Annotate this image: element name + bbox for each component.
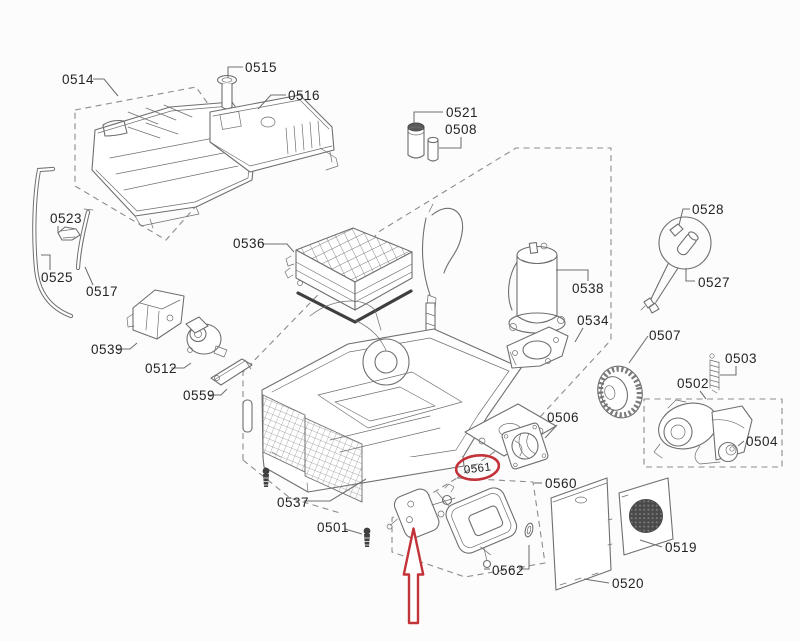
part-label-0517: 0517	[86, 284, 118, 299]
part-label-0519: 0519	[665, 540, 697, 555]
part-0534-drawing	[506, 326, 569, 369]
part-label-0515: 0515	[245, 60, 277, 75]
leader-0503	[720, 366, 737, 376]
part-0559-drawing	[210, 358, 253, 386]
part-0507-drawing	[597, 365, 643, 419]
leader-0516	[257, 94, 286, 110]
leader-0559	[209, 388, 228, 396]
part-label-0506: 0506	[547, 410, 579, 425]
pointer-arrow-up-icon	[402, 527, 425, 625]
leader-0504	[737, 440, 745, 447]
part-label-0523: 0523	[50, 211, 82, 226]
part-label-0537: 0537	[277, 495, 309, 510]
part-0504-drawing	[717, 441, 739, 463]
leader-0562-right	[519, 545, 530, 570]
part-label-0516: 0516	[288, 88, 320, 103]
part-label-0527: 0527	[698, 275, 730, 290]
leader-0537	[304, 478, 367, 502]
part-0520-drawing	[550, 477, 613, 591]
red-annotations: 0561	[402, 454, 501, 625]
part-label-0503: 0503	[725, 351, 757, 366]
part-0517-drawing	[75, 208, 94, 271]
leader-0521	[413, 111, 443, 123]
part-0525-drawing	[32, 166, 74, 319]
part-0516-drawing	[209, 94, 339, 173]
part-label-0561: 0561	[463, 461, 492, 476]
part-label-0562: 0562	[492, 563, 524, 578]
pump-linkage	[431, 483, 456, 518]
dashed-outline-pump-assembly	[391, 477, 546, 578]
part-label-0502: 0502	[677, 376, 709, 391]
leader-0525	[41, 254, 51, 270]
part-label-0534: 0534	[577, 313, 609, 328]
highlight-ellipse-0561	[454, 454, 501, 481]
part-label-0559: 0559	[183, 388, 215, 403]
leader-0519	[639, 539, 663, 548]
part-0560-assembly-drawing	[386, 483, 518, 569]
part-label-0539: 0539	[91, 342, 123, 357]
part-label-0525: 0525	[41, 270, 73, 285]
part-0562-drawing	[524, 522, 534, 538]
part-label-0536: 0536	[233, 236, 265, 251]
part-0508-drawing	[427, 136, 439, 162]
leader-0536	[262, 243, 295, 253]
leader-0520	[583, 578, 610, 584]
part-0515-drawing	[216, 74, 238, 110]
leader-0527	[685, 268, 695, 282]
part-label-0538: 0538	[572, 281, 604, 296]
leader-0514	[93, 78, 119, 97]
wiring-hook-drawing	[422, 203, 464, 346]
leader-0538	[556, 269, 589, 281]
part-0539-drawing	[126, 289, 185, 340]
part-labels: 0514 0515 0516 0521 0508 0523 0525 0517 …	[41, 60, 778, 591]
part-0538-drawing	[508, 241, 566, 334]
leader-0534	[574, 327, 584, 343]
dashed-outline-motor	[643, 398, 783, 468]
part-label-0501: 0501	[317, 520, 349, 535]
leader-0506	[544, 424, 558, 439]
leader-0539	[117, 342, 138, 350]
part-label-0560: 0560	[545, 476, 577, 491]
leader-0502	[699, 390, 707, 400]
leader-0517	[84, 266, 94, 286]
leader-0501	[344, 528, 363, 535]
part-0519-drawing	[618, 477, 674, 556]
leader-0507	[628, 335, 649, 364]
part-0512-drawing	[185, 316, 228, 358]
leader-0515	[227, 66, 243, 78]
part-0503-drawing	[709, 353, 720, 394]
part-0521-drawing	[407, 122, 425, 159]
part-label-0507: 0507	[649, 328, 681, 343]
leader-0508	[439, 137, 462, 149]
part-0536-drawing	[284, 227, 413, 324]
part-0501-screws-drawing	[262, 467, 371, 547]
part-label-0520: 0520	[612, 576, 644, 591]
part-0528-0527-drawing	[640, 216, 712, 314]
part-label-0508: 0508	[445, 122, 477, 137]
leader-0528	[678, 208, 690, 226]
part-label-0528: 0528	[692, 202, 724, 217]
part-0506-drawing	[501, 422, 549, 470]
part-label-0512: 0512	[145, 361, 177, 376]
part-0537-drawing	[242, 300, 557, 503]
part-label-0504: 0504	[746, 434, 778, 449]
leader-0512	[171, 362, 192, 369]
leader-lines	[41, 66, 745, 584]
part-0523-drawing	[57, 226, 81, 241]
part-label-0521: 0521	[446, 105, 478, 120]
part-label-0514: 0514	[62, 72, 94, 87]
